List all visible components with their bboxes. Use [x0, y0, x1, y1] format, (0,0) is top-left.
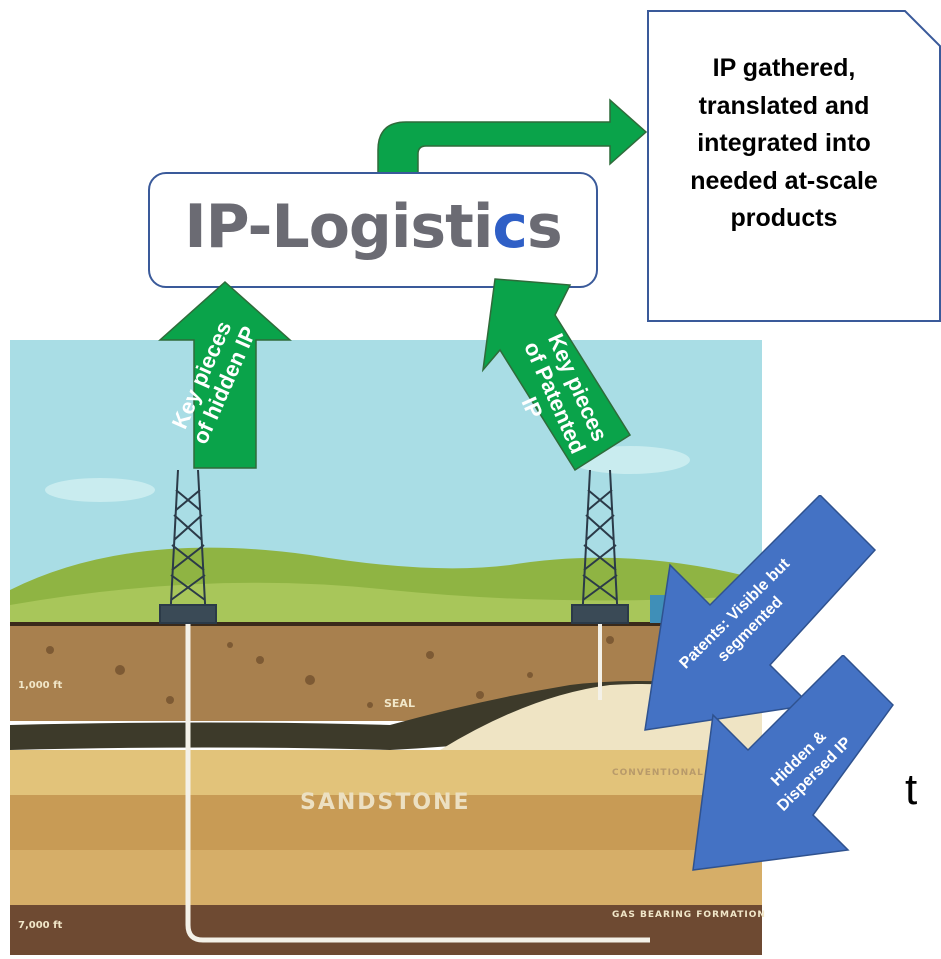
mid-layer	[10, 795, 762, 850]
partial-text: t	[905, 765, 918, 814]
callout-text: IP gathered, translated and integrated i…	[690, 54, 878, 232]
seal-label: SEAL	[384, 697, 415, 710]
sandstone-label: SANDSTONE	[300, 790, 471, 815]
depth-top-label: 1,000 ft	[18, 680, 63, 691]
logo: IP-Logistics	[184, 192, 562, 262]
sand-layer	[10, 750, 762, 795]
arrow-hidden-dispersed	[692, 655, 894, 871]
arrow-hidden-ip	[158, 280, 292, 469]
horizontal-well	[185, 622, 650, 943]
cloud	[45, 478, 155, 502]
ground-line	[10, 622, 762, 626]
deep-layer	[10, 905, 762, 955]
callout-note	[647, 10, 941, 322]
arrow-patented-ip	[481, 278, 632, 472]
logo-box	[148, 172, 598, 288]
gas-formation-label: GAS BEARING FORMATION	[612, 910, 766, 920]
curved-arrow	[377, 98, 648, 192]
sandstone-layer	[10, 850, 762, 905]
arrow-patents-visible	[644, 495, 877, 731]
depth-bottom-label: 7,000 ft	[18, 920, 63, 931]
left-derrick	[159, 469, 217, 624]
right-derrick	[571, 469, 629, 624]
conventional-label: CONVENTIONAL	[612, 768, 704, 778]
